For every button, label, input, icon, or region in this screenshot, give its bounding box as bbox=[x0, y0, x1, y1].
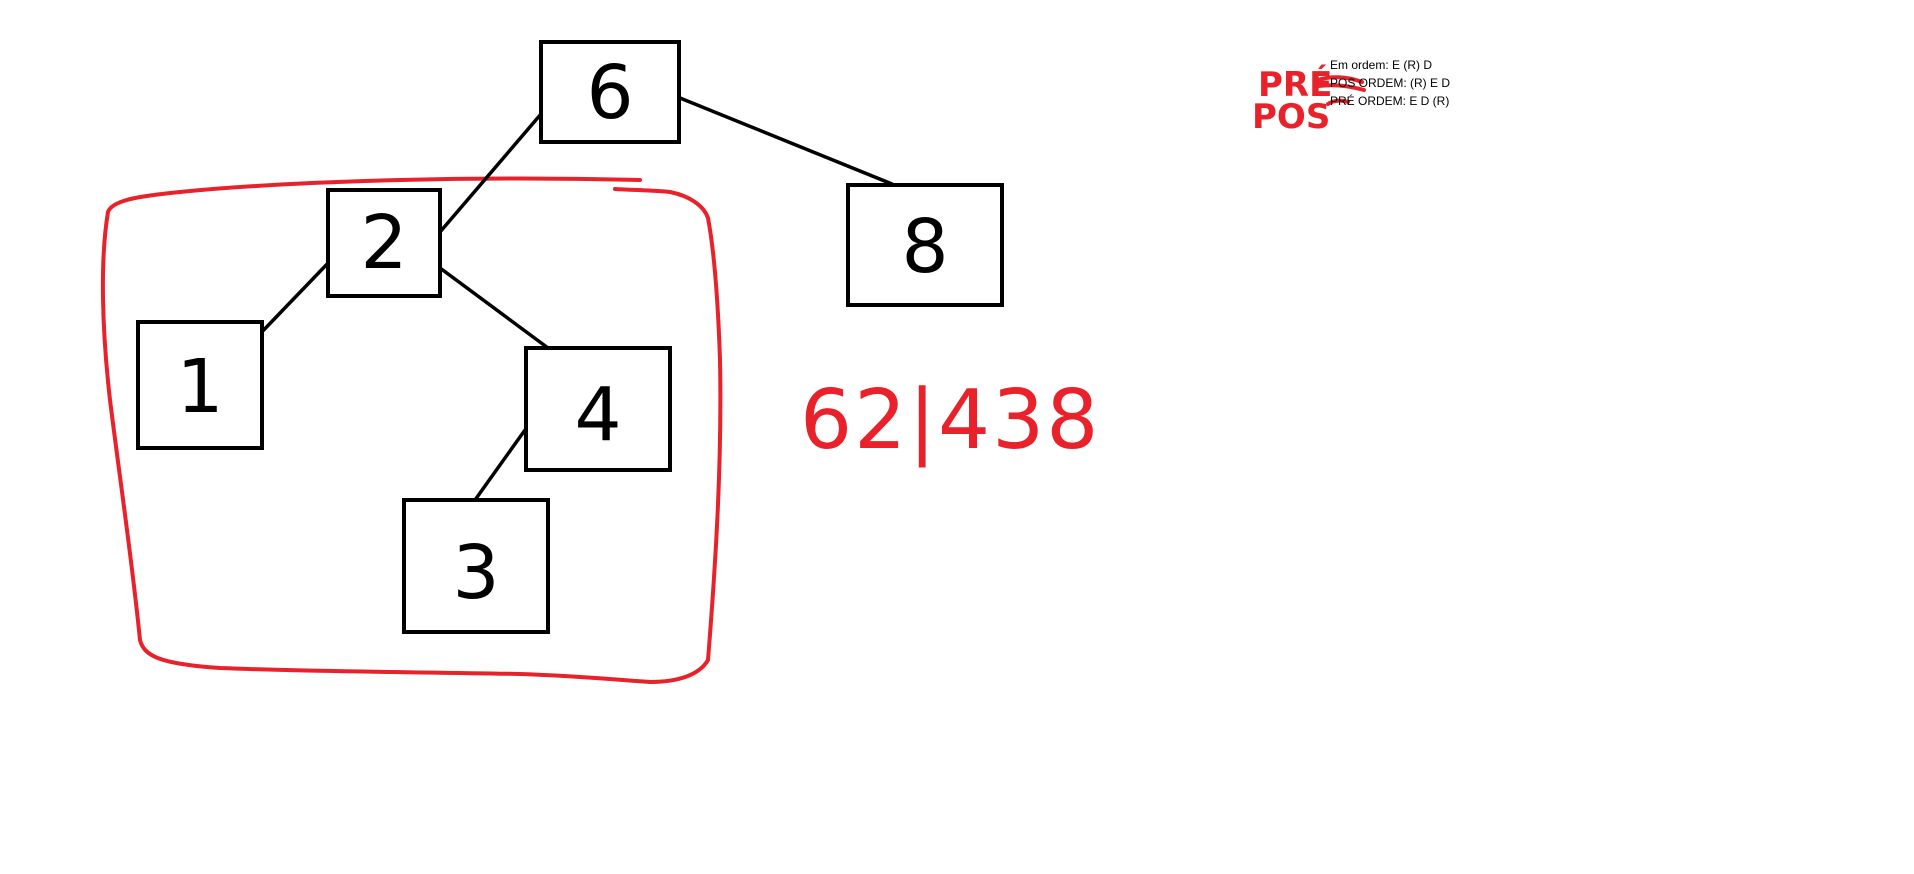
tree-node-4: 4 bbox=[524, 346, 672, 472]
tree-node-6: 6 bbox=[539, 40, 681, 144]
node-label-1: 1 bbox=[176, 344, 223, 430]
tree-node-1: 1 bbox=[136, 320, 264, 450]
edge-2-4 bbox=[438, 266, 550, 350]
strike-scribble bbox=[1316, 75, 1366, 92]
legend-line-inorder: Em ordem: E (R) D bbox=[1330, 58, 1433, 72]
edge-6-8 bbox=[678, 96, 894, 186]
tree-node-3: 3 bbox=[402, 498, 550, 634]
subtree-highlight-outline bbox=[100, 176, 723, 684]
handwritten-sequence: 62|438 bbox=[800, 373, 1100, 468]
node-label-4: 4 bbox=[574, 372, 621, 458]
tree-node-8: 8 bbox=[846, 183, 1004, 307]
edge-2-1 bbox=[254, 258, 333, 340]
node-label-3: 3 bbox=[452, 530, 499, 616]
legend-line-postorder: POS ORDEM: (R) E D bbox=[1330, 76, 1451, 90]
pos-annotation: POS bbox=[1252, 97, 1330, 137]
edge-4-3 bbox=[473, 428, 527, 502]
arrow-scribble bbox=[1326, 98, 1350, 106]
node-label-8: 8 bbox=[901, 204, 948, 290]
node-label-2: 2 bbox=[360, 200, 407, 286]
edge-6-2 bbox=[438, 112, 543, 234]
node-label-6: 6 bbox=[586, 50, 633, 136]
legend-line-preorder: PRÉ ORDEM: E D (R) bbox=[1330, 94, 1450, 108]
tree-node-2: 2 bbox=[326, 188, 442, 298]
